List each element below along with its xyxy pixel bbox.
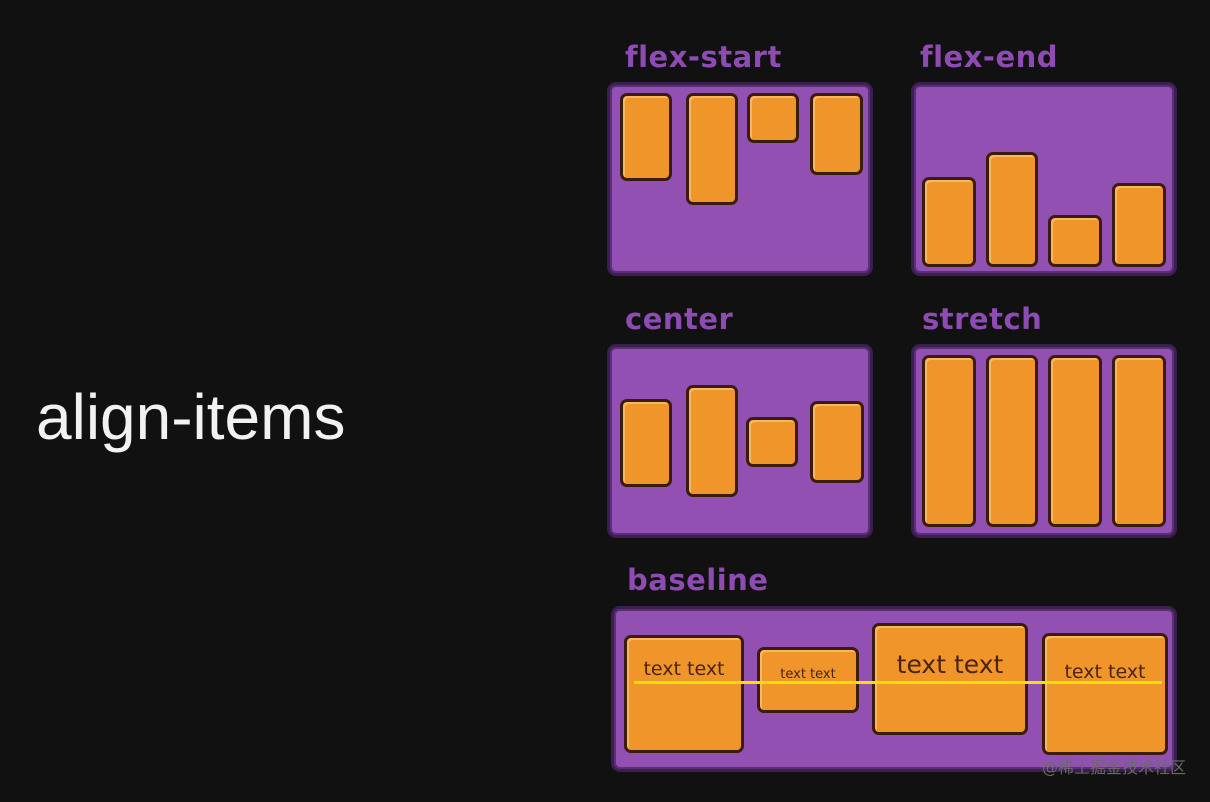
baseline-item-2: text text <box>757 647 859 713</box>
baseline-item-4: text text <box>1042 633 1168 755</box>
flex-end-item-4 <box>1112 183 1166 267</box>
stretch-item-3 <box>1048 355 1102 527</box>
baseline-item-1: text text <box>624 635 744 753</box>
center-item-3 <box>746 417 798 467</box>
baseline-item-3: text text <box>872 623 1028 735</box>
flex-start-item-4 <box>810 93 863 175</box>
watermark: @稀土掘金技术社区 <box>1041 758 1186 777</box>
center-item-4 <box>810 401 864 483</box>
stretch-item-4 <box>1112 355 1166 527</box>
panel-flex-end <box>911 82 1177 276</box>
flex-start-item-2 <box>686 93 738 205</box>
center-item-1 <box>620 399 672 487</box>
panel-flex-start <box>607 82 873 276</box>
baseline-item-2-text: text text <box>780 667 836 682</box>
label-center: center <box>625 302 734 336</box>
panel-stretch <box>911 344 1177 538</box>
flex-start-item-3 <box>747 93 799 143</box>
label-flex-end: flex-end <box>920 40 1059 74</box>
baseline-line <box>634 681 1162 684</box>
stretch-item-2 <box>986 355 1038 527</box>
stretch-item-1 <box>922 355 976 527</box>
center-item-2 <box>686 385 738 497</box>
flex-end-item-3 <box>1048 215 1102 267</box>
label-flex-start: flex-start <box>625 40 782 74</box>
flex-end-item-1 <box>922 177 976 267</box>
panel-center <box>607 344 873 538</box>
label-stretch: stretch <box>922 302 1043 336</box>
page-title: align-items <box>36 381 346 453</box>
baseline-item-3-text: text text <box>896 650 1004 679</box>
flex-end-item-2 <box>986 152 1038 267</box>
baseline-item-4-text: text text <box>1064 661 1146 683</box>
baseline-item-1-text: text text <box>643 658 725 680</box>
panel-baseline: text text text text text text text text <box>611 606 1177 772</box>
flex-start-item-1 <box>620 93 672 181</box>
label-baseline: baseline <box>627 563 769 597</box>
